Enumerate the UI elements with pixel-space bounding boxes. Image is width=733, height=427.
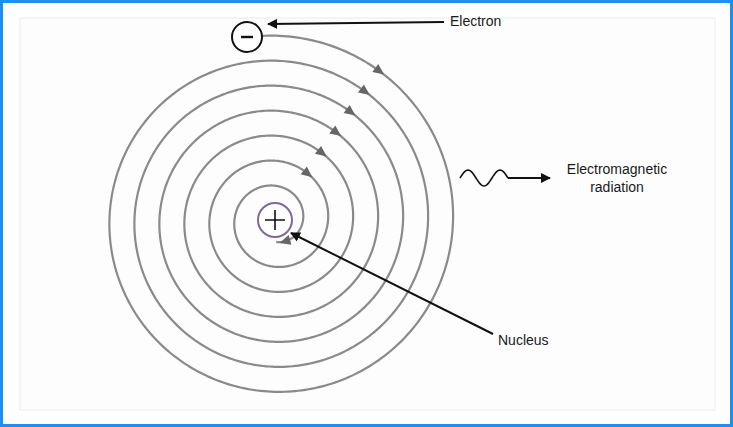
nucleus-label: Nucleus [498,331,549,349]
orbit-arrowhead [358,85,373,100]
orbit-arrowhead [315,146,330,161]
inner-panel [20,18,715,410]
orbit-arrowhead [344,105,359,120]
electron-label: Electron [450,12,501,30]
plus-sign [265,210,285,230]
orbit-arrowhead [329,125,344,140]
orbit-arrowhead [301,166,316,181]
electron-circle [232,22,262,52]
spiral-orbit [109,36,453,392]
minus-sign [241,36,253,38]
nucleus-circle [258,203,292,237]
spiral-group [109,36,453,392]
radiation-wave [460,170,508,186]
radiation-label: Electromagnetic radiation [556,160,678,196]
orbit-arrowhead [372,64,387,79]
nucleus-leader [291,233,493,334]
electron-leader [268,22,444,24]
radiation-arrow [508,177,550,179]
